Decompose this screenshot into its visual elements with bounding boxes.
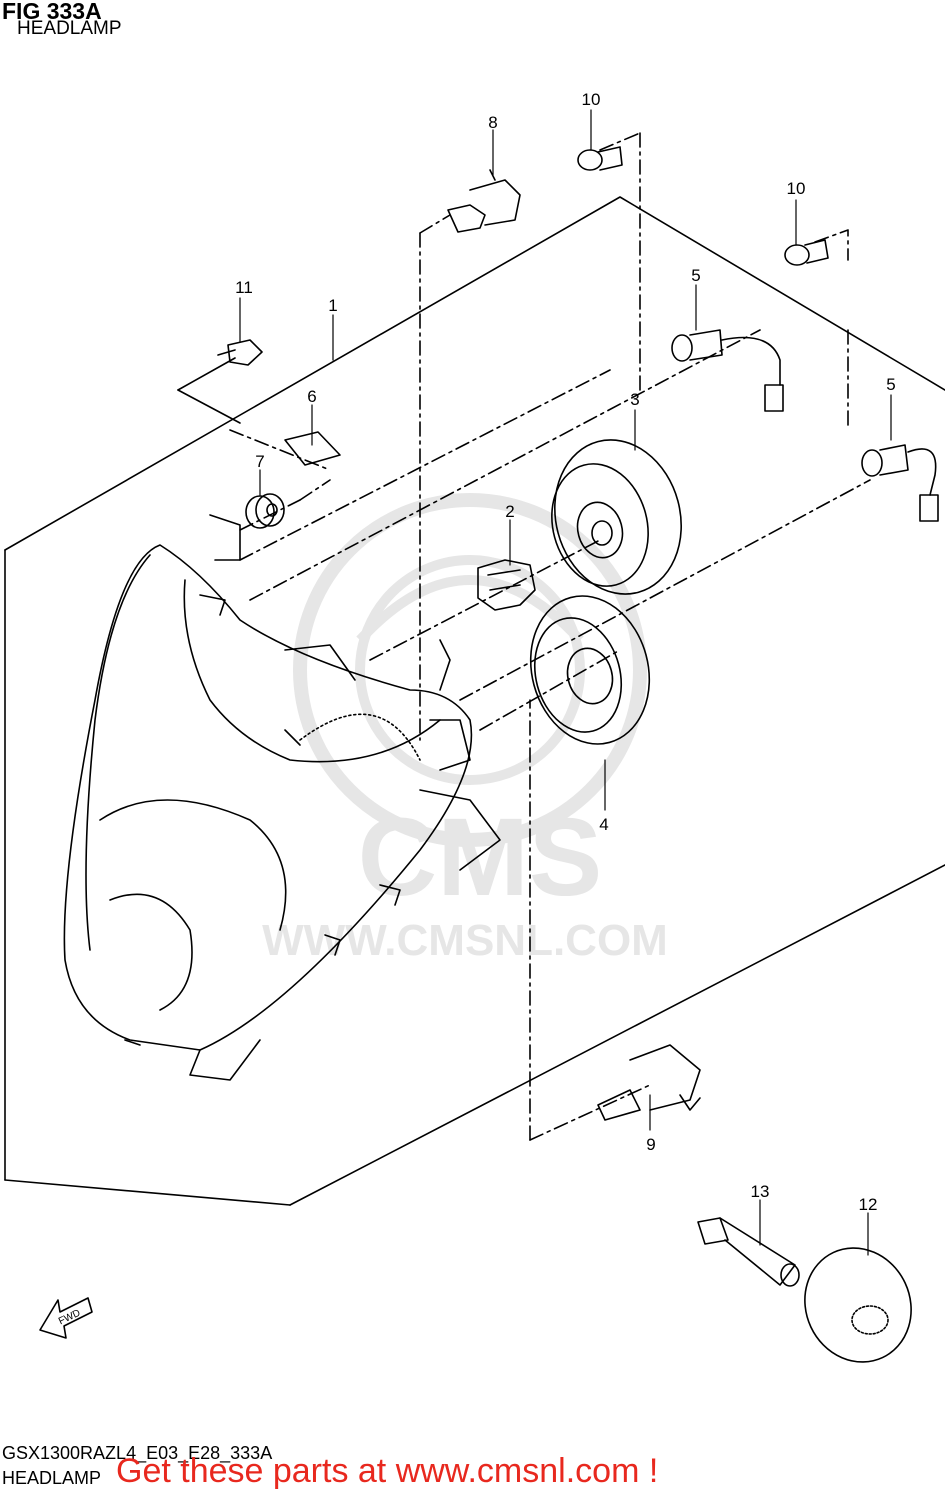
seal-part-4 <box>529 595 651 745</box>
watermark-brand: CMS <box>358 796 602 919</box>
cover-part-3 <box>551 439 682 595</box>
bulb-part-10b <box>784 239 829 266</box>
callout-8: 8 <box>488 113 497 132</box>
fwd-label: FWD <box>57 1308 82 1328</box>
bolt-part-13 <box>697 1217 800 1287</box>
callout-1: 1 <box>328 296 337 315</box>
pigtail-part-5b <box>861 444 939 522</box>
callout-leaders <box>239 109 892 1256</box>
callout-4: 4 <box>599 815 608 834</box>
callout-10b: 10 <box>787 179 806 198</box>
footer-title: HEADLAMP <box>2 1468 102 1488</box>
callout-12: 12 <box>859 1195 878 1214</box>
bulb-part-9 <box>597 1044 701 1121</box>
model-code: GSX1300RAZL4_E03_E28_333A <box>2 1443 273 1463</box>
cap-part-12 <box>804 1247 912 1363</box>
screw-part-11 <box>217 339 263 366</box>
callout-6: 6 <box>307 387 316 406</box>
callout-9: 9 <box>646 1135 655 1154</box>
figure-title: FIG 333A <box>2 0 102 24</box>
callout-2: 2 <box>505 502 514 521</box>
callout-5b: 5 <box>886 375 895 394</box>
callout-11: 11 <box>235 278 253 297</box>
callout-7: 7 <box>255 452 264 471</box>
callout-10a: 10 <box>582 90 601 109</box>
fwd-arrow-icon <box>39 1297 93 1339</box>
headlamp-housing <box>63 514 501 1081</box>
bulb-part-10a <box>577 146 623 171</box>
figure-subtitle: HEADLAMP <box>17 18 122 39</box>
callout-13: 13 <box>751 1182 770 1201</box>
watermark-logo <box>293 493 647 847</box>
callout-5a: 5 <box>691 266 700 285</box>
promo-link[interactable]: Get these parts at www.cmsnl.com ! <box>116 1452 659 1490</box>
watermark-url: WWW.CMSNL.COM <box>262 916 668 965</box>
callout-3: 3 <box>630 390 639 409</box>
assembly-outline <box>4 196 945 1206</box>
sticker-part-6 <box>284 431 341 466</box>
socket-part-2 <box>477 559 536 611</box>
grommet-part-7 <box>245 493 285 529</box>
pigtail-part-5a <box>671 329 784 412</box>
